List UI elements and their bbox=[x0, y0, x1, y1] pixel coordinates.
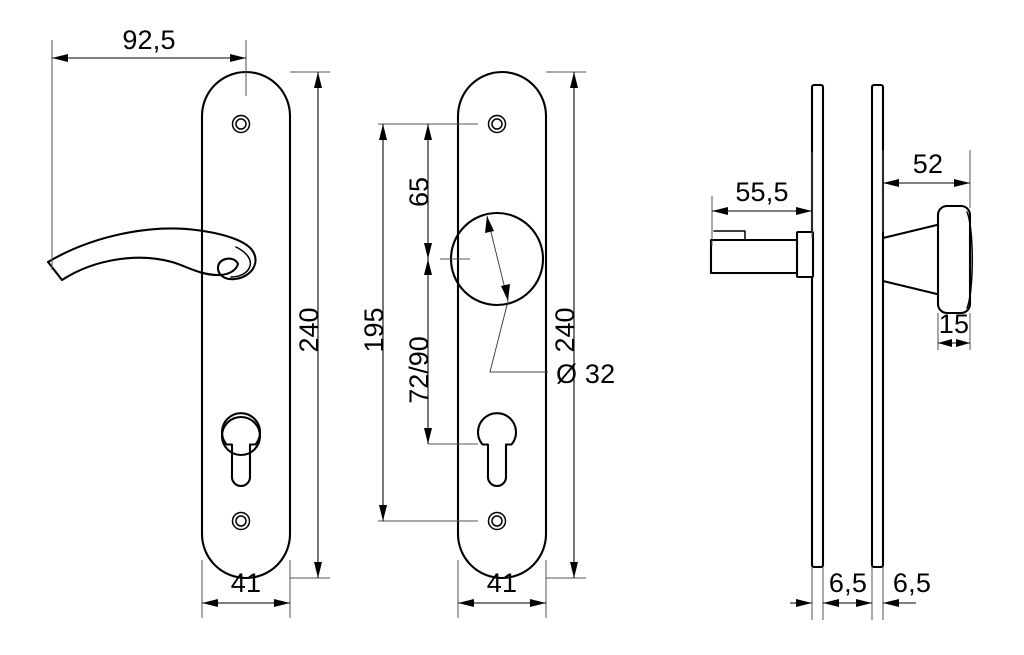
dimension-label-diameter-32: Ø 32 bbox=[556, 359, 615, 389]
dimension-6-5-left: 6,5 bbox=[790, 567, 867, 620]
side-knob-view: 52 15 6,5 bbox=[856, 83, 973, 620]
dimension-label-6-5-right: 6,5 bbox=[893, 568, 931, 598]
dimension-label-240-right: 240 bbox=[550, 307, 580, 352]
euro-cylinder-keyhole-right bbox=[476, 412, 518, 488]
dimension-55-5: 55,5 bbox=[711, 152, 813, 246]
dimension-label-52: 52 bbox=[913, 149, 943, 179]
knob-head bbox=[936, 204, 972, 315]
lever-crease bbox=[230, 246, 252, 278]
dimension-label-6-5-left: 6,5 bbox=[829, 568, 867, 598]
backplate-outline-left bbox=[200, 70, 292, 580]
dimension-label-65: 65 bbox=[404, 177, 434, 207]
dimension-label-15: 15 bbox=[939, 309, 969, 339]
knob-head-inner-edge bbox=[966, 211, 973, 309]
dimension-label-55-5: 55,5 bbox=[735, 177, 788, 207]
upper-screw-hole-right bbox=[487, 114, 507, 134]
lower-screw-hole-right bbox=[487, 511, 507, 531]
front-lever-view: 92,5 240 41 bbox=[46, 25, 330, 618]
dimension-65: 65 bbox=[404, 124, 434, 259]
dimension-label-195: 195 bbox=[359, 307, 389, 352]
backplate-outline-right bbox=[456, 70, 548, 580]
keyhole-profile-left bbox=[220, 412, 262, 488]
upper-screw-hole-left bbox=[231, 114, 251, 134]
dimension-195: 195 bbox=[359, 123, 478, 522]
side-plate-lever bbox=[810, 83, 825, 569]
dimension-label-92-5: 92,5 bbox=[122, 25, 175, 55]
lower-screw-hole-left bbox=[231, 511, 251, 531]
side-plate-knob bbox=[870, 83, 885, 569]
dimension-41-right: 41 bbox=[457, 560, 547, 618]
lever-stub bbox=[709, 238, 799, 275]
knob-neck bbox=[881, 222, 943, 297]
dimension-label-41-right: 41 bbox=[487, 568, 517, 598]
lever-collar bbox=[795, 230, 815, 279]
front-knob-view: Ø 32 195 65 72/90 bbox=[359, 70, 615, 618]
dimension-label-41-left: 41 bbox=[231, 568, 261, 598]
dimension-41-left: 41 bbox=[201, 560, 291, 618]
euro-cylinder-keyhole-left bbox=[221, 415, 261, 457]
dimension-6-5-right: 6,5 bbox=[856, 567, 931, 620]
dimension-72-90: 72/90 bbox=[404, 259, 478, 445]
dimension-52: 52 bbox=[882, 149, 971, 232]
side-lever-view: 55,5 6,5 bbox=[709, 83, 867, 620]
dimension-240-left: 240 bbox=[290, 71, 330, 579]
dimension-92-5: 92,5 bbox=[51, 25, 247, 270]
dimension-240-right: 240 bbox=[546, 71, 586, 579]
diameter-arrow-32: Ø 32 bbox=[485, 215, 615, 389]
dimension-label-72-90: 72/90 bbox=[404, 336, 434, 404]
dimension-15: 15 bbox=[937, 309, 971, 350]
dimension-label-240-left: 240 bbox=[294, 307, 324, 352]
lever-stub-notch bbox=[713, 230, 746, 241]
lever-handle bbox=[46, 227, 257, 282]
